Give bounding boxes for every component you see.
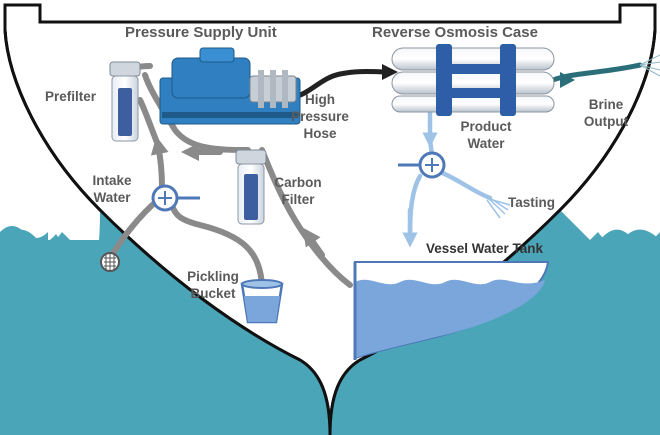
label-product-water-line2: Water: [467, 136, 505, 151]
carbon-filter-icon: [235, 149, 267, 225]
high-pressure-hose: [287, 63, 399, 101]
label-pickling-bucket-line2: Bucket: [190, 286, 236, 301]
brine-spray-icon: [639, 54, 660, 77]
intake-valve-icon: [151, 184, 200, 212]
label-high-pressure-hose-line1: High: [305, 92, 335, 107]
label-vessel-water-tank: Vessel Water Tank: [426, 241, 544, 256]
label-brine-output-line1: Brine: [589, 97, 624, 112]
brine-output-hose: [545, 62, 643, 85]
tasting-spray-icon: [486, 197, 511, 219]
pressure-supply-unit-icon: [159, 47, 301, 125]
product-valve-icon: [398, 151, 446, 179]
brine-arrow-icon: [560, 72, 575, 88]
sea-lower-right: [330, 210, 660, 435]
thru-hull-strainer-icon: [100, 252, 120, 272]
product-water-lines: [402, 105, 493, 248]
label-high-pressure-hose-line3: Hose: [303, 126, 337, 141]
pickling-bucket-icon: [240, 279, 284, 324]
label-prefilter: Prefilter: [45, 89, 97, 104]
label-carbon-filter-line1: Carbon: [274, 175, 321, 190]
vessel-water-tank-icon: [353, 261, 550, 360]
prefilter-icon: [109, 61, 141, 142]
label-pressure-supply-unit: Pressure Supply Unit: [125, 24, 277, 41]
sea-lower-left: [0, 210, 330, 435]
label-intake-water-line1: Intake: [92, 173, 132, 188]
label-tasting: Tasting: [508, 195, 555, 210]
label-intake-water-line2: Water: [93, 190, 131, 205]
label-reverse-osmosis-case: Reverse Osmosis Case: [372, 24, 538, 41]
label-high-pressure-hose-line2: Pressure: [291, 109, 349, 124]
label-pickling-bucket-line1: Pickling: [187, 269, 239, 284]
reverse-osmosis-case-icon: [391, 44, 555, 116]
label-product-water-line1: Product: [460, 119, 512, 134]
label-brine-output-line2: Output: [584, 114, 629, 129]
label-carbon-filter-line2: Filter: [281, 192, 315, 207]
